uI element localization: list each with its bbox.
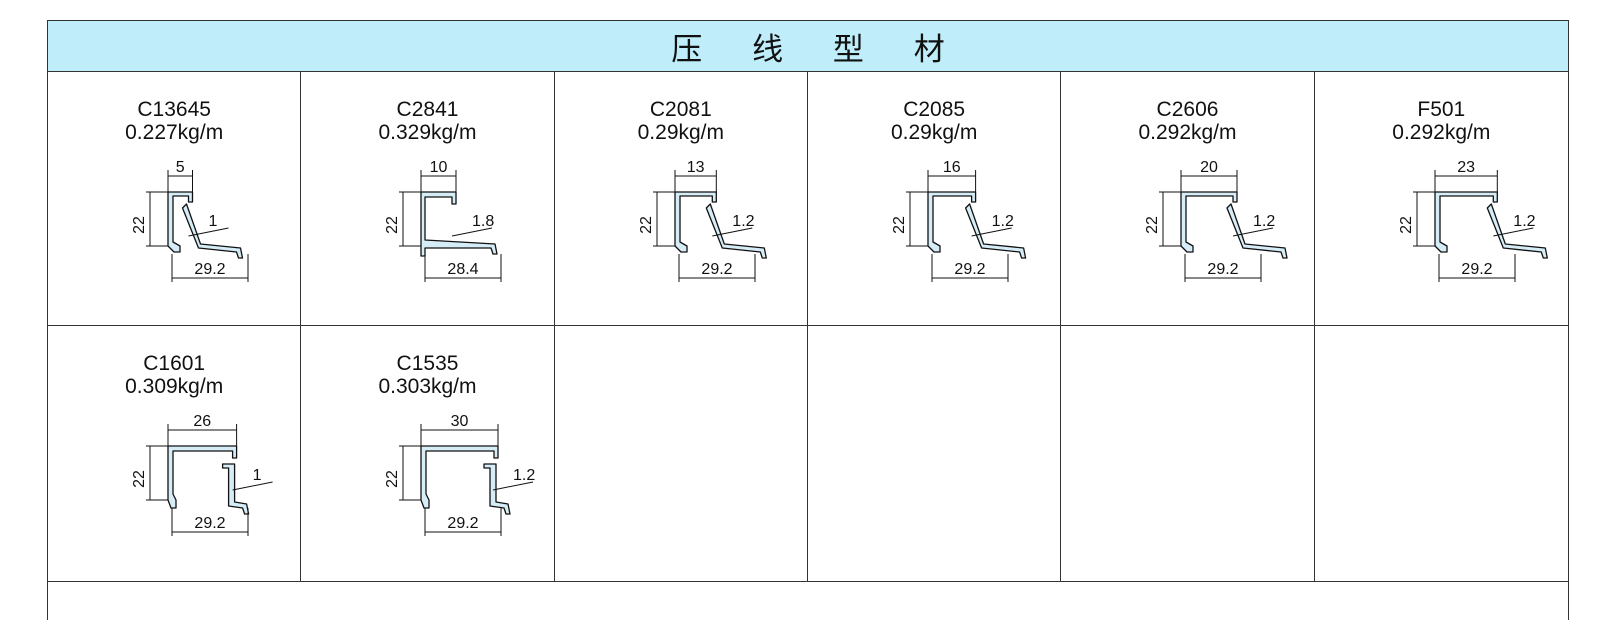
profile-drawing: 23 22 29.2 1.2	[1398, 159, 1548, 282]
profile-section-shape	[1434, 191, 1548, 259]
thickness-label: 1.2	[1513, 213, 1535, 230]
thickness-label: 1.2	[732, 213, 754, 230]
profile-section-shape	[674, 191, 767, 259]
profile-drawing: 20 22 29.2 1.2	[1144, 159, 1288, 282]
profile-weight: 0.227kg/m	[125, 121, 224, 144]
profile-code: C2841	[396, 98, 459, 121]
profile-code: F501	[1417, 98, 1466, 121]
profile-drawing: 13 22 29.2 1.2	[638, 159, 767, 282]
height-label: 22	[384, 216, 401, 234]
profile-section-shape	[167, 191, 244, 259]
profile-section-shape	[927, 191, 1027, 259]
base-width-label: 29.2	[954, 261, 985, 278]
thickness-leader-line	[1492, 227, 1534, 237]
top-width-label: 26	[193, 413, 211, 430]
profile-section-shape	[420, 191, 498, 257]
empty-cell	[1314, 326, 1568, 582]
thickness-label: 1.8	[472, 213, 494, 230]
profile-drawing: 10 22 28.4 1.8	[384, 159, 502, 282]
top-width-label: 30	[451, 413, 469, 430]
profile-drawing: 16 22 29.2 1.2	[891, 159, 1027, 282]
profile-drawing: 30 22 29.2 1.2	[384, 413, 536, 536]
height-label: 22	[1398, 216, 1415, 234]
thickness-leader-line	[711, 227, 753, 237]
base-width-label: 29.2	[701, 261, 732, 278]
base-width-label: 29.2	[194, 261, 225, 278]
profile-code: C2085	[903, 98, 966, 121]
thickness-leader-line	[971, 227, 1012, 237]
thickness-leader-line	[188, 227, 229, 237]
profile-drawing: 26 22 29.2 1	[131, 413, 273, 536]
thickness-leader-line	[493, 481, 534, 491]
profile-drawing: 5 22 29.2 1	[131, 159, 249, 282]
base-width-label: 29.2	[194, 515, 225, 532]
base-width-label: 29.2	[448, 515, 479, 532]
profile-section-shape	[1180, 191, 1288, 259]
thickness-leader-line	[452, 227, 493, 237]
base-width-label: 29.2	[1461, 261, 1492, 278]
profile-weight: 0.309kg/m	[125, 375, 224, 398]
base-width-label: 28.4	[448, 261, 479, 278]
height-label: 22	[131, 216, 148, 234]
top-width-label: 5	[176, 159, 185, 176]
profile-section-shape	[420, 445, 511, 515]
thickness-leader-line	[232, 481, 273, 491]
top-width-label: 10	[430, 159, 448, 176]
empty-cell	[1061, 326, 1315, 582]
base-width-label: 29.2	[1208, 261, 1239, 278]
profile-section-shape	[167, 445, 250, 515]
page-title: 压 线 型 材	[48, 21, 1568, 72]
thickness-label: 1.2	[1253, 213, 1275, 230]
profile-weight: 0.29kg/m	[637, 121, 725, 144]
thickness-label: 1.2	[992, 213, 1014, 230]
profile-weight: 0.292kg/m	[1392, 121, 1491, 144]
profile-weight: 0.329kg/m	[378, 121, 477, 144]
profile-code: C2606	[1156, 98, 1219, 121]
profile-weight: 0.29kg/m	[890, 121, 978, 144]
profile-code: C13645	[137, 98, 211, 121]
thickness-label: 1.2	[513, 467, 535, 484]
height-label: 22	[891, 216, 908, 234]
empty-cell	[807, 326, 1062, 582]
profile-weight: 0.292kg/m	[1138, 121, 1237, 144]
profile-weight: 0.303kg/m	[378, 375, 477, 398]
profile-code: C1601	[143, 352, 206, 375]
height-label: 22	[384, 470, 401, 488]
thickness-leader-line	[1233, 227, 1274, 237]
thickness-label: 1	[253, 467, 262, 484]
top-width-label: 13	[686, 159, 704, 176]
profile-code: C1535	[396, 352, 459, 375]
height-label: 22	[131, 470, 148, 488]
top-width-label: 20	[1200, 159, 1218, 176]
profile-code: C2081	[649, 98, 712, 121]
height-label: 22	[1144, 216, 1161, 234]
top-width-label: 16	[943, 159, 961, 176]
empty-cell	[554, 326, 808, 582]
top-width-label: 23	[1457, 159, 1475, 176]
height-label: 22	[638, 216, 655, 234]
thickness-label: 1	[209, 213, 218, 230]
